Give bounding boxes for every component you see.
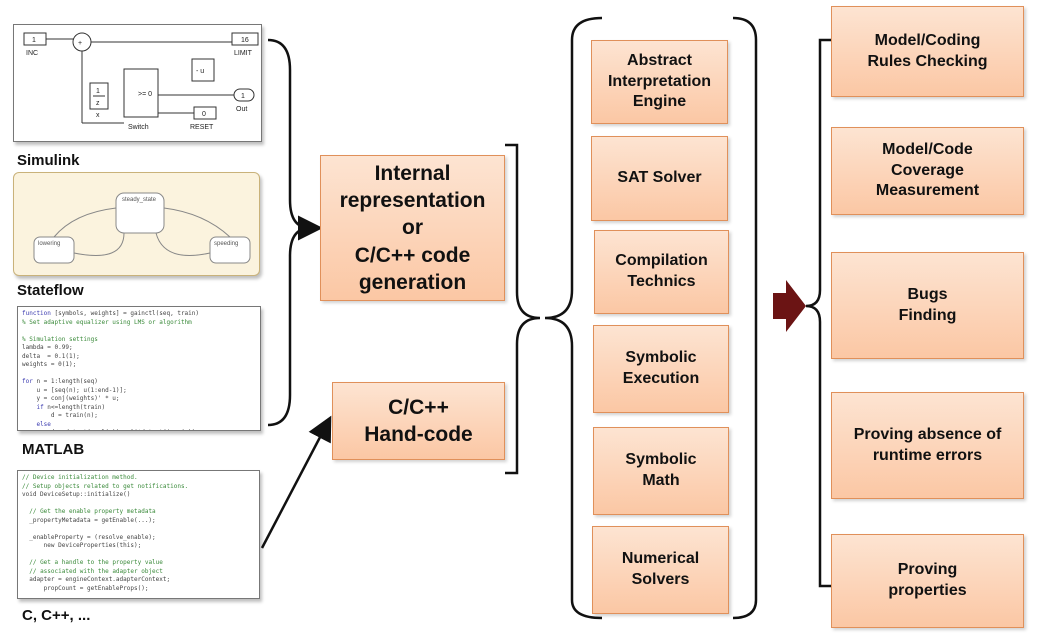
middle-bracket — [505, 143, 541, 475]
internal-representation-text: Internal representation or C/C++ code ge… — [339, 161, 486, 294]
out-value: 1 — [241, 93, 245, 100]
cmp-label: - u — [196, 68, 204, 75]
tool-label: Numerical Solvers — [621, 550, 700, 588]
source-label-matlab: MATLAB — [22, 441, 85, 458]
tool-label: Abstract Interpretation Engine — [607, 51, 712, 111]
out-label: Out — [236, 106, 247, 113]
simulink-diagram: 1 INC + 16 LIMIT - u 1 z x >= 0 Switch 1… — [23, 32, 259, 131]
tool-label: SAT Solver — [617, 169, 702, 187]
source-label-c-cpp: C, C++, ... — [22, 607, 91, 624]
outputs-bracket — [805, 38, 832, 588]
output-rules-checking: Model/Coding Rules Checking — [831, 6, 1024, 97]
switch-label: Switch — [128, 124, 149, 131]
reset-value: 0 — [202, 111, 206, 118]
c-code-panel: // Device initialization method. // Setu… — [17, 470, 260, 599]
hand-code-text: C/C++ Hand-code — [364, 395, 473, 446]
switch-cond: >= 0 — [138, 91, 152, 98]
tool-label: Symbolic Execution — [622, 349, 700, 387]
output-proving-properties: Proving properties — [831, 534, 1024, 628]
output-runtime-errors: Proving absence of runtime errors — [831, 392, 1024, 499]
delay-top: 1 — [96, 88, 100, 95]
stateflow-chart-panel: steady_state lowering speeding — [13, 172, 260, 276]
matlab-code-panel: function [symbols, weights] = gainctl(se… — [17, 306, 261, 431]
matlab-code-snippet: function [symbols, weights] = gainctl(se… — [22, 310, 200, 430]
sum-sign: + — [78, 40, 82, 47]
limit-value: 16 — [241, 37, 249, 44]
tools-brace-left — [544, 16, 603, 620]
state-main: steady_state — [122, 197, 157, 203]
c-code-snippet: // Device initialization method. // Setu… — [22, 474, 189, 592]
delay-bottom: z — [96, 100, 100, 107]
tool-abstract-interpretation: Abstract Interpretation Engine — [591, 40, 728, 124]
tool-numerical-solvers: Numerical Solvers — [592, 526, 729, 614]
arrow-to-handcode — [260, 415, 332, 549]
output-label: Proving absence of runtime errors — [853, 425, 1002, 464]
tools-brace-right — [732, 16, 758, 620]
tool-label: Compilation Technics — [615, 252, 708, 290]
output-label: Model/Coding Rules Checking — [867, 31, 988, 70]
x-label: x — [96, 112, 100, 119]
reset-label: RESET — [190, 124, 214, 131]
tool-symbolic-math: Symbolic Math — [593, 427, 729, 515]
source-label-simulink: Simulink — [17, 152, 80, 169]
state-right: speeding — [214, 241, 238, 247]
output-coverage: Model/Code Coverage Measurement — [831, 127, 1024, 215]
simulink-model-panel: 1 INC + 16 LIMIT - u 1 z x >= 0 Switch 1… — [13, 24, 262, 142]
stateflow-diagram: steady_state lowering speeding — [33, 192, 251, 264]
tool-symbolic-execution: Symbolic Execution — [593, 325, 729, 413]
inc-value: 1 — [32, 37, 36, 44]
tool-compilation: Compilation Technics — [594, 230, 729, 314]
tool-sat-solver: SAT Solver — [591, 136, 728, 221]
output-bugs-finding: Bugs Finding — [831, 252, 1024, 359]
output-label: Proving properties — [888, 561, 967, 599]
inc-label: INC — [26, 50, 38, 57]
source-label-stateflow: Stateflow — [17, 282, 84, 299]
hand-code-box: C/C++ Hand-code — [332, 382, 505, 460]
output-label: Model/Code Coverage Measurement — [875, 140, 980, 200]
output-label: Bugs Finding — [898, 285, 957, 324]
sources-brace — [267, 38, 311, 427]
result-arrow-icon — [773, 280, 806, 332]
state-left: lowering — [38, 241, 60, 247]
internal-representation-box: Internal representation or C/C++ code ge… — [320, 155, 505, 301]
tool-label: Symbolic Math — [625, 451, 697, 489]
limit-label: LIMIT — [234, 50, 253, 57]
